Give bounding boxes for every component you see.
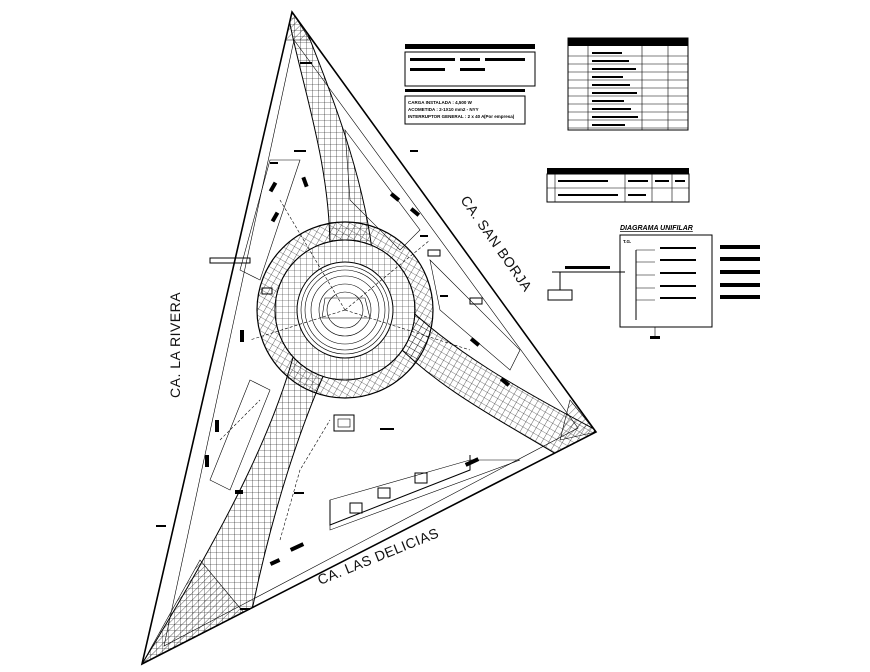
street-label-la-rivera: CA. LA RIVERA <box>167 292 183 398</box>
unifilar-board-label: T.G. <box>623 239 631 244</box>
walkways <box>142 12 596 664</box>
circuit-label-mark <box>660 272 696 274</box>
unifilar-title: DIAGRAMA UNIFILAR <box>620 225 693 232</box>
circuit-desc-mark <box>720 245 760 249</box>
load-table <box>546 168 690 203</box>
legend-row-mark <box>592 92 637 94</box>
circuit-label-mark <box>660 297 696 299</box>
circuit-label-mark <box>660 247 696 249</box>
legend-row-mark <box>592 116 638 118</box>
legend-row-mark <box>592 108 631 110</box>
legend-row-mark <box>592 124 625 126</box>
circuit-desc-mark <box>720 283 760 287</box>
circuit-label-mark <box>660 285 696 287</box>
info-note: (Por empresa) <box>484 114 515 119</box>
legend-row-mark <box>592 52 622 54</box>
legend-row-mark <box>592 100 624 102</box>
circuit-desc-mark <box>720 270 760 274</box>
info-line-1: CARGA INSTALADA : 4,500 W <box>408 100 473 105</box>
info-box: CARGA INSTALADA : 4,500 W ACOMETIDA : 2-… <box>404 44 536 125</box>
legend-row-mark <box>592 68 636 70</box>
legend-row-mark <box>592 76 623 78</box>
info-line-2: ACOMETIDA : 2-1X10 mm2 - NYY <box>408 107 479 112</box>
circuit-desc-mark <box>720 257 760 261</box>
circuit-label-mark <box>660 259 696 261</box>
legend-table <box>567 37 689 131</box>
legend-row-mark <box>592 60 629 62</box>
info-line-3: INTERRUPTOR GENERAL : 2 x 40 A <box>408 114 485 119</box>
circuit-desc-mark <box>720 295 760 299</box>
inner-boundary <box>163 39 579 647</box>
annotations <box>156 62 448 610</box>
street-label-las-delicias: CA. LAS DELICIAS <box>315 524 441 587</box>
single-line-diagram: DIAGRAMA UNIFILAR T.G. <box>547 225 760 339</box>
lamp-posts <box>205 176 511 566</box>
site-boundary <box>140 10 598 666</box>
legend-row-mark <box>592 84 630 86</box>
planters <box>333 414 428 514</box>
circuit-lines <box>219 199 471 541</box>
